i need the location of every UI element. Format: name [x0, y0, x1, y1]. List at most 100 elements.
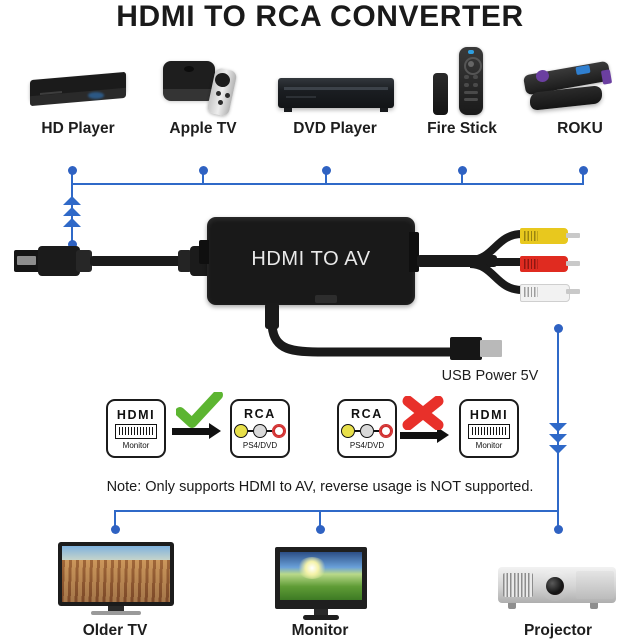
rca-dot-yellow [234, 424, 248, 438]
rca-dot-red [379, 424, 393, 438]
bottom-bus-dot-1 [111, 525, 120, 534]
cross-icon [402, 396, 444, 430]
hdmi-port-icon [115, 423, 157, 439]
converter-body: HDMI TO AV [207, 217, 415, 305]
hd-player-icon [24, 62, 134, 114]
check-icon [176, 392, 223, 428]
hdmi-cable-left [90, 256, 185, 266]
port-subtitle: Monitor [475, 440, 503, 450]
bottom-bus-stub-1 [114, 510, 116, 528]
bottom-bus-dot-3 [554, 525, 563, 534]
port-subtitle: PS4/DVD [242, 441, 278, 450]
right-feed-chevron-2 [549, 434, 567, 443]
top-bus-stub-5 [582, 168, 584, 184]
top-bus-stub-1 [71, 168, 73, 184]
port-title: HDMI [116, 407, 156, 422]
usb-cable-curve [267, 322, 458, 357]
projector-vent [503, 573, 533, 597]
port-subtitle: Monitor [122, 440, 150, 450]
source-label-roku: ROKU [557, 120, 603, 137]
hdmi-port-icon [468, 423, 510, 439]
bottom-bus-dot-2 [316, 525, 325, 534]
port-title: HDMI [469, 407, 509, 422]
tv-stand-neck [108, 606, 124, 612]
output-label-monitor: Monitor [291, 622, 349, 639]
source-label-apple-tv: Apple TV [169, 120, 237, 137]
source-label-fire-stick: Fire Stick [427, 120, 497, 137]
apple-tv-icon [155, 55, 255, 117]
left-feed-chevron-1 [63, 196, 81, 205]
converter-port-right [409, 232, 419, 272]
rca-dot-red [272, 424, 286, 438]
television-icon [58, 542, 174, 618]
rca-white-tip [566, 289, 580, 294]
rca-port-icon [341, 424, 393, 438]
top-bus-dot-3 [322, 166, 331, 175]
hdmi-plug-shell [38, 246, 80, 276]
hdmi-cable-grip-right [178, 250, 192, 272]
right-feed-chevron-1 [549, 423, 567, 432]
supported-source-hdmi-card: HDMI Monitor [106, 399, 166, 458]
dvd-player-icon [278, 72, 394, 114]
projector-lens [546, 577, 564, 595]
port-title: RCA [351, 407, 383, 421]
left-feed-dot [68, 240, 77, 249]
top-bus-dot-4 [458, 166, 467, 175]
rca-yellow-tip [566, 233, 580, 238]
rca-red-ribs [524, 259, 538, 269]
rca-dot-white [360, 424, 374, 438]
tv-stand-base [91, 611, 141, 615]
right-feed-dot-top [554, 324, 563, 333]
top-bus-dot-2 [199, 166, 208, 175]
top-bus-dot-1 [68, 166, 77, 175]
unsupported-target-hdmi-card: HDMI Monitor [459, 399, 519, 458]
source-label-dvd-player: DVD Player [293, 120, 377, 137]
supported-arrow [172, 423, 221, 439]
projector-icon [498, 563, 618, 615]
tv-screen-sky [62, 546, 170, 562]
bottom-bus-stub-3 [557, 510, 559, 528]
converter-port-left [199, 240, 209, 264]
top-bus-stub-2 [202, 168, 204, 184]
unsupported-arrow [400, 427, 449, 443]
projector-foot-right [590, 603, 598, 609]
page-title: HDMI TO RCA CONVERTER [116, 0, 524, 33]
usb-power-label: USB Power 5V [441, 368, 539, 384]
tv-screen-detail [62, 560, 170, 602]
rca-cable-branches [470, 230, 526, 294]
usb-connector-body [450, 337, 482, 360]
output-label-older-tv: Older TV [82, 622, 148, 639]
right-feed-chevron-3 [549, 445, 567, 454]
monitor-stand-neck [314, 609, 328, 617]
left-feed-chevron-3 [63, 218, 81, 227]
top-bus-stub-4 [461, 168, 463, 184]
fire-stick-icon [425, 45, 505, 115]
converter-label: HDMI TO AV [251, 248, 371, 270]
top-bus-dot-5 [579, 166, 588, 175]
projector-foot-left [508, 603, 516, 609]
rca-port-icon [234, 424, 286, 438]
supported-target-rca-card: RCA PS4/DVD [230, 399, 290, 458]
monitor-screen-sun [297, 557, 327, 579]
monitor-stand-base [303, 615, 339, 620]
roku-icon [520, 60, 630, 117]
projector-side-panel [576, 571, 614, 599]
converter-switch[interactable] [315, 295, 337, 303]
left-feed-chevron-2 [63, 207, 81, 216]
rca-red-tip [566, 261, 580, 266]
source-label-hd-player: HD Player [41, 120, 115, 137]
rca-dot-white [253, 424, 267, 438]
monitor-icon [275, 547, 367, 620]
note-text: Note: Only supports HDMI to AV, reverse … [106, 479, 534, 495]
hdmi-plug-grip [76, 250, 92, 272]
top-bus-line [72, 183, 584, 185]
hdmi-plug-contact [17, 256, 36, 265]
top-bus-stub-3 [325, 168, 327, 184]
port-title: RCA [244, 407, 276, 421]
rca-white-ribs [524, 287, 538, 297]
rca-yellow-ribs [524, 231, 538, 241]
bottom-bus-line [115, 510, 558, 512]
unsupported-source-rca-card: RCA PS4/DVD [337, 399, 397, 458]
port-subtitle: PS4/DVD [349, 441, 385, 450]
output-label-projector: Projector [523, 622, 593, 639]
